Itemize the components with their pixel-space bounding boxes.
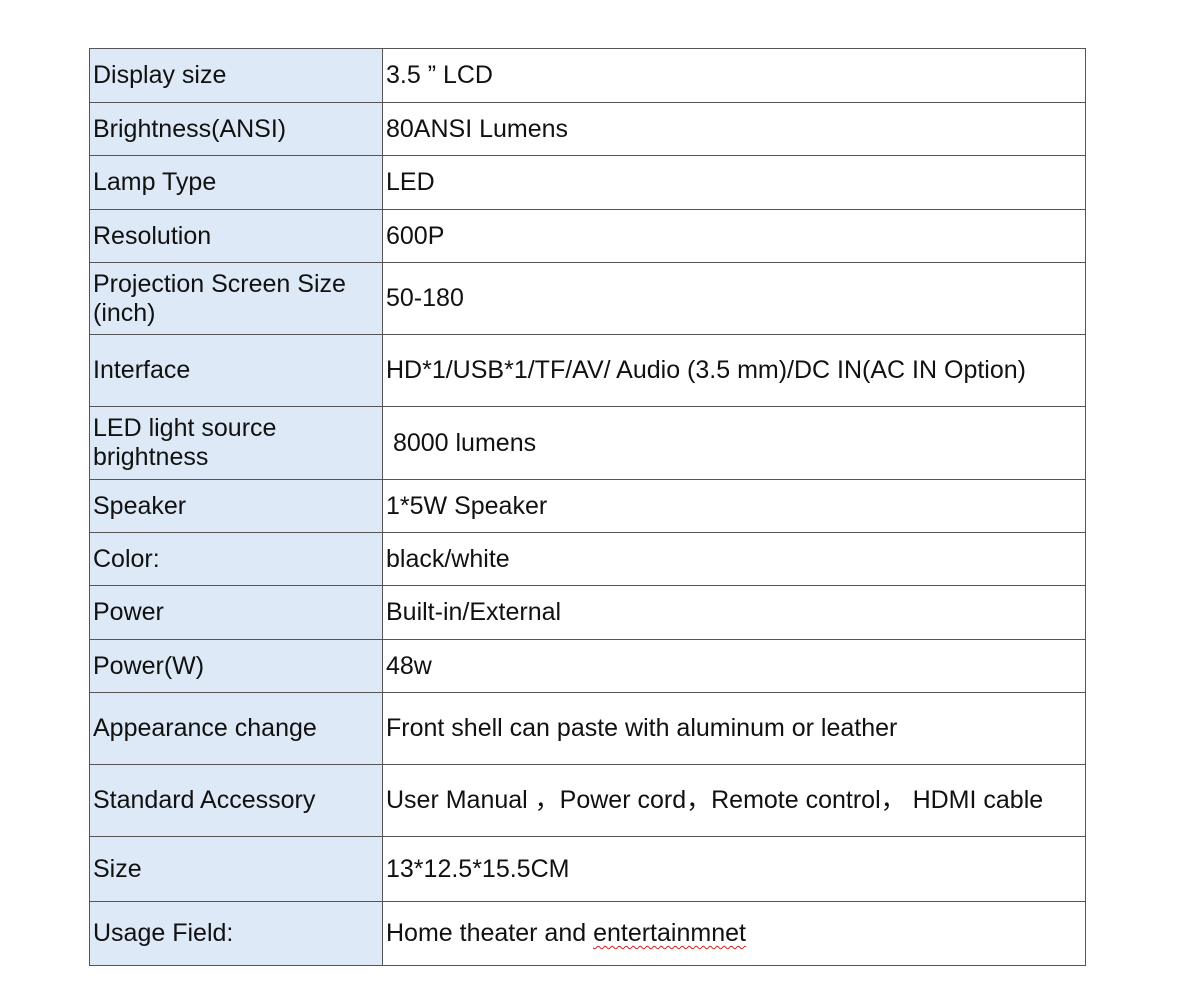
spec-label: Size bbox=[89, 836, 383, 902]
spec-label: Brightness(ANSI) bbox=[89, 102, 383, 156]
spec-value: Home theater and entertainmnet bbox=[382, 901, 1086, 966]
table-row: Resolution 600P bbox=[89, 209, 1086, 263]
table-row: Display size 3.5 ” LCD bbox=[89, 48, 1086, 103]
table-row: Interface HD*1/USB*1/TF/AV/ Audio (3.5 m… bbox=[89, 334, 1086, 407]
usage-field-text: Home theater and bbox=[386, 919, 594, 947]
spec-label: Lamp Type bbox=[89, 155, 383, 210]
spec-label: Usage Field: bbox=[89, 901, 383, 966]
spec-label: Power bbox=[89, 585, 383, 640]
spec-value: 13*12.5*15.5CM bbox=[382, 836, 1086, 902]
spec-value: HD*1/USB*1/TF/AV/ Audio (3.5 mm)/DC IN(A… bbox=[382, 334, 1086, 407]
spec-label: Interface bbox=[89, 334, 383, 407]
spec-label: LED light source brightness bbox=[89, 406, 383, 480]
table-row: Size 13*12.5*15.5CM bbox=[89, 836, 1086, 902]
table-row: Projection Screen Size (inch) 50-180 bbox=[89, 262, 1086, 335]
spec-label: Power(W) bbox=[89, 639, 383, 693]
spec-label: Standard Accessory bbox=[89, 764, 383, 837]
spec-value: LED bbox=[382, 155, 1086, 210]
table-row: Appearance change Front shell can paste … bbox=[89, 692, 1086, 765]
spec-table: Display size 3.5 ” LCD Brightness(ANSI) … bbox=[89, 48, 1086, 966]
spec-value: 48w bbox=[382, 639, 1086, 693]
spec-value: 8000 lumens bbox=[382, 406, 1086, 480]
spec-label: Resolution bbox=[89, 209, 383, 263]
spec-value: 3.5 ” LCD bbox=[382, 48, 1086, 103]
table-row: LED light source brightness 8000 lumens bbox=[89, 406, 1086, 480]
spec-value: Built-in/External bbox=[382, 585, 1086, 640]
spec-value: black/white bbox=[382, 532, 1086, 586]
table-row: Color: black/white bbox=[89, 532, 1086, 586]
spec-label: Color: bbox=[89, 532, 383, 586]
spec-label: Projection Screen Size (inch) bbox=[89, 262, 383, 335]
table-row: Standard Accessory User Manual ，Power co… bbox=[89, 764, 1086, 837]
spec-label: Appearance change bbox=[89, 692, 383, 765]
table-row: Usage Field: Home theater and entertainm… bbox=[89, 901, 1086, 966]
spec-value: 600P bbox=[382, 209, 1086, 263]
spec-value: User Manual ，Power cord，Remote control， … bbox=[382, 764, 1086, 837]
spec-label: Speaker bbox=[89, 479, 383, 533]
table-row: Power Built-in/External bbox=[89, 585, 1086, 640]
table-row: Brightness(ANSI) 80ANSI Lumens bbox=[89, 102, 1086, 156]
table-row: Power(W) 48w bbox=[89, 639, 1086, 693]
spellcheck-flagged-word: entertainmnet bbox=[593, 919, 746, 947]
table-row: Lamp Type LED bbox=[89, 155, 1086, 210]
spec-value: Front shell can paste with aluminum or l… bbox=[382, 692, 1086, 765]
spec-value: 1*5W Speaker bbox=[382, 479, 1086, 533]
table-row: Speaker 1*5W Speaker bbox=[89, 479, 1086, 533]
spec-value: 80ANSI Lumens bbox=[382, 102, 1086, 156]
spec-label: Display size bbox=[89, 48, 383, 103]
spec-value: 50-180 bbox=[382, 262, 1086, 335]
